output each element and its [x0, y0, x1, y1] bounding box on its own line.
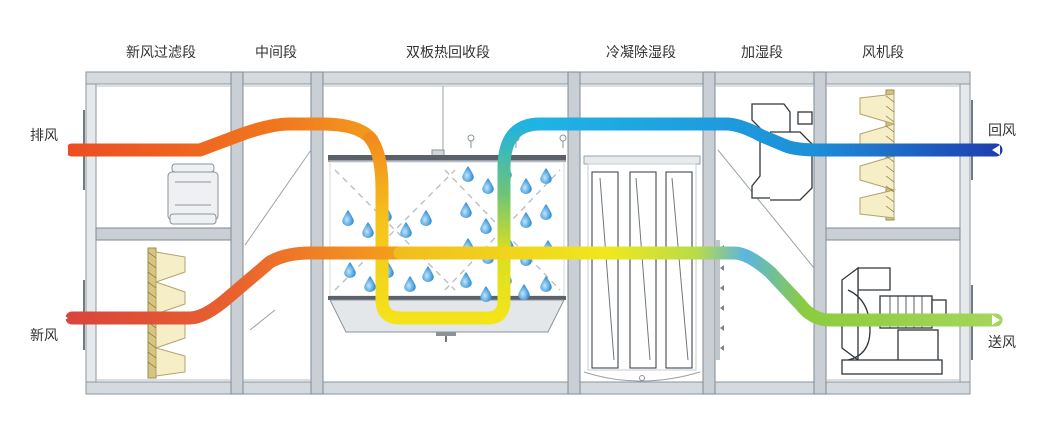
recovery-loop-up	[481, 117, 547, 325]
port-label-fresh: 新风	[30, 328, 58, 344]
mid-shelves	[95, 227, 961, 241]
humidify-baffle	[717, 149, 815, 269]
flow-arrows	[60, 145, 1000, 325]
section-label-humidify: 加湿段	[741, 45, 783, 61]
unit-frame	[85, 71, 971, 395]
port-label-exhaust: 排风	[30, 128, 58, 144]
section-label-fan: 风机段	[862, 45, 904, 61]
fresh-arrow-icon	[60, 313, 68, 323]
exhaust-arrow-icon	[60, 145, 68, 155]
return-airflow	[533, 117, 1003, 157]
port-label-supply: 送风	[988, 335, 1016, 351]
recovery-loop-down	[363, 131, 495, 325]
section-label-heat-recovery: 双板热回收段	[406, 45, 490, 61]
supply-airflow	[393, 246, 1003, 327]
supply-arrow-icon	[992, 315, 1000, 325]
filter-canister	[167, 163, 219, 225]
airflow-paths	[65, 117, 1003, 327]
section-label-filter: 新风过滤段	[126, 45, 196, 61]
panel-lines	[96, 85, 960, 381]
section-label-middle: 中间段	[255, 45, 297, 61]
section-label-condense: 冷凝除湿段	[606, 45, 676, 61]
exhaust-airflow	[65, 117, 379, 157]
return-arrow-icon	[992, 145, 1000, 155]
middle-section-baffle	[244, 149, 312, 331]
fresh-airflow	[65, 246, 407, 325]
port-label-return: 回风	[988, 123, 1016, 139]
condenser-coil	[583, 155, 701, 382]
